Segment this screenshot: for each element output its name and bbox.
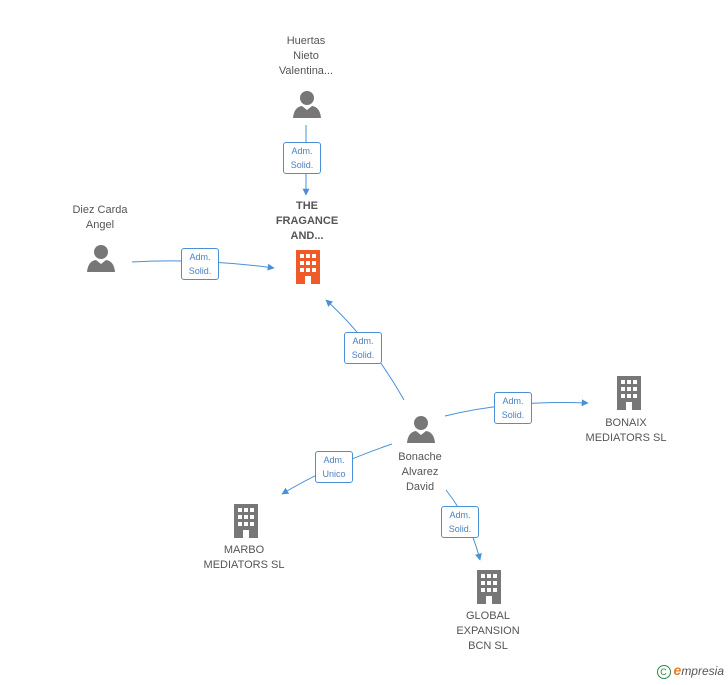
person-icon[interactable] — [292, 89, 322, 119]
brand-logo-initial: e — [673, 662, 682, 679]
node-label-fragance[interactable]: THE FRAGANCE AND... — [275, 200, 339, 242]
node-label-marbo[interactable]: MARBO MEDIATORS SL — [203, 544, 285, 571]
edge-badge-bonache-fragance[interactable]: Adm. Solid. — [344, 332, 382, 364]
edge-badge-huertas-fragance[interactable]: Adm. Solid. — [283, 142, 321, 174]
node-label-bonache[interactable]: Bonache Alvarez David — [398, 451, 442, 493]
building-icon[interactable] — [230, 504, 262, 538]
building-icon[interactable] — [613, 376, 645, 410]
building-icon[interactable] — [292, 250, 324, 284]
node-label-bonaix[interactable]: BONAIX MEDIATORS SL — [585, 417, 667, 444]
building-icon[interactable] — [473, 570, 505, 604]
edge-badge-diez-fragance[interactable]: Adm. Solid. — [181, 248, 219, 280]
brand-logo-text: mpresia — [681, 664, 724, 679]
node-label-huertas[interactable]: Huertas Nieto Valentina... — [278, 35, 334, 77]
person-icon[interactable] — [86, 243, 116, 273]
node-label-global[interactable]: GLOBAL EXPANSION BCN SL — [456, 610, 520, 652]
edge-badge-bonache-global[interactable]: Adm. Solid. — [441, 506, 479, 538]
edge-badge-bonache-marbo[interactable]: Adm. Unico — [315, 451, 353, 483]
person-icon[interactable] — [406, 414, 436, 444]
copyright-icon: C — [656, 665, 671, 679]
node-label-diez[interactable]: Diez Carda Angel — [72, 204, 128, 231]
edge-badge-bonache-bonaix[interactable]: Adm. Solid. — [494, 392, 532, 424]
